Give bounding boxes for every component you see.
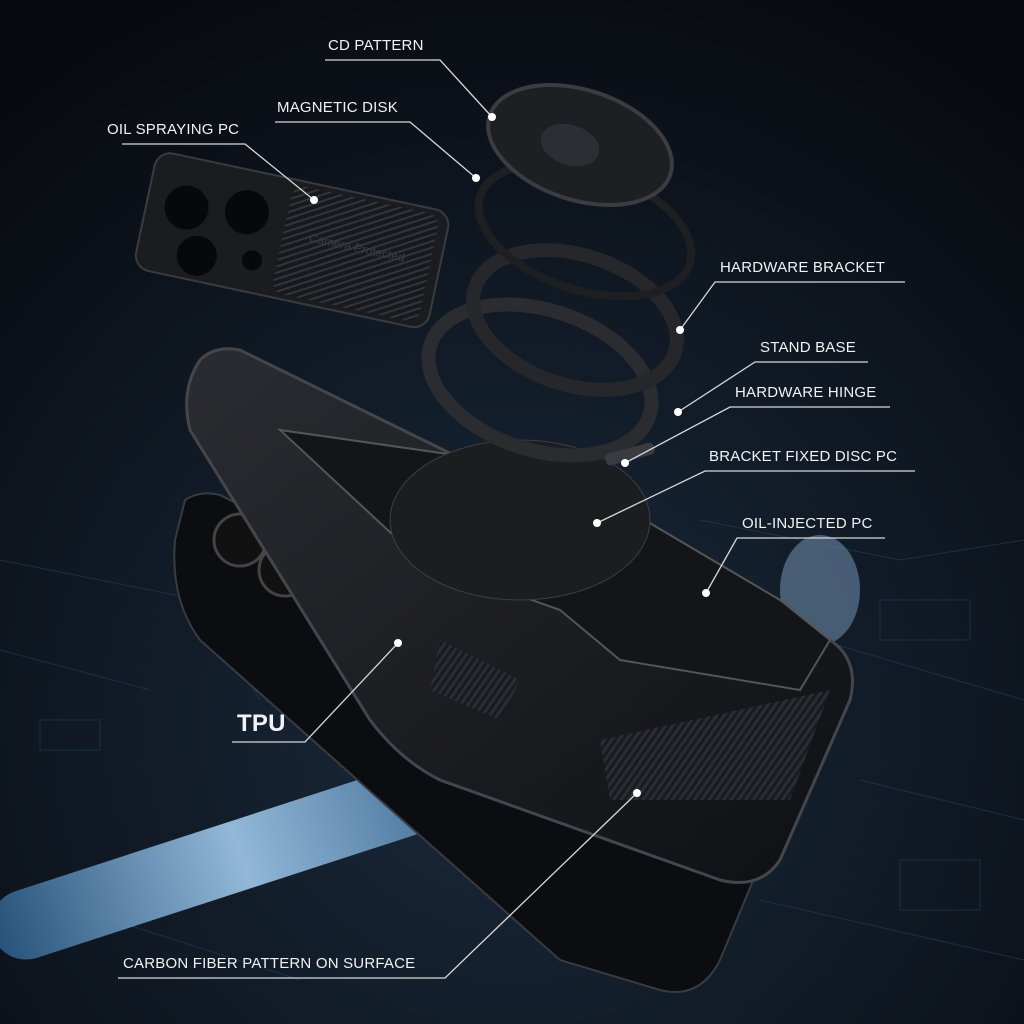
hardware-hinge [605, 442, 655, 466]
cd-pattern-center [540, 123, 600, 167]
label-carbon-fiber: CARBON FIBER PATTERN ON SURFACE [123, 955, 416, 972]
label-cd-pattern: CD PATTERN [328, 37, 424, 54]
carbon-fiber-panel [430, 640, 520, 720]
label-stand-base: STAND BASE [760, 339, 856, 356]
light-tube [0, 750, 489, 960]
label-oil-injected-pc: OIL-INJECTED PC [742, 515, 873, 532]
hardware-bracket [466, 243, 684, 397]
label-hardware-hinge: HARDWARE HINGE [735, 384, 877, 401]
label-tpu: TPU [237, 710, 286, 737]
oil-spraying-pc-slider: Camera Protected [134, 152, 450, 329]
leader-lines [118, 59, 915, 979]
label-oil-spraying-pc: OIL SPRAYING PC [107, 121, 240, 138]
label-bracket-fixed-disc-pc: BRACKET FIXED DISC PC [709, 448, 898, 465]
label-hardware-bracket: HARDWARE BRACKET [720, 259, 886, 276]
label-magnetic-disk: MAGNETIC DISK [277, 99, 398, 116]
leader-dots [310, 113, 710, 797]
stand-base [421, 297, 659, 463]
carbon-fiber-panel [600, 690, 830, 800]
